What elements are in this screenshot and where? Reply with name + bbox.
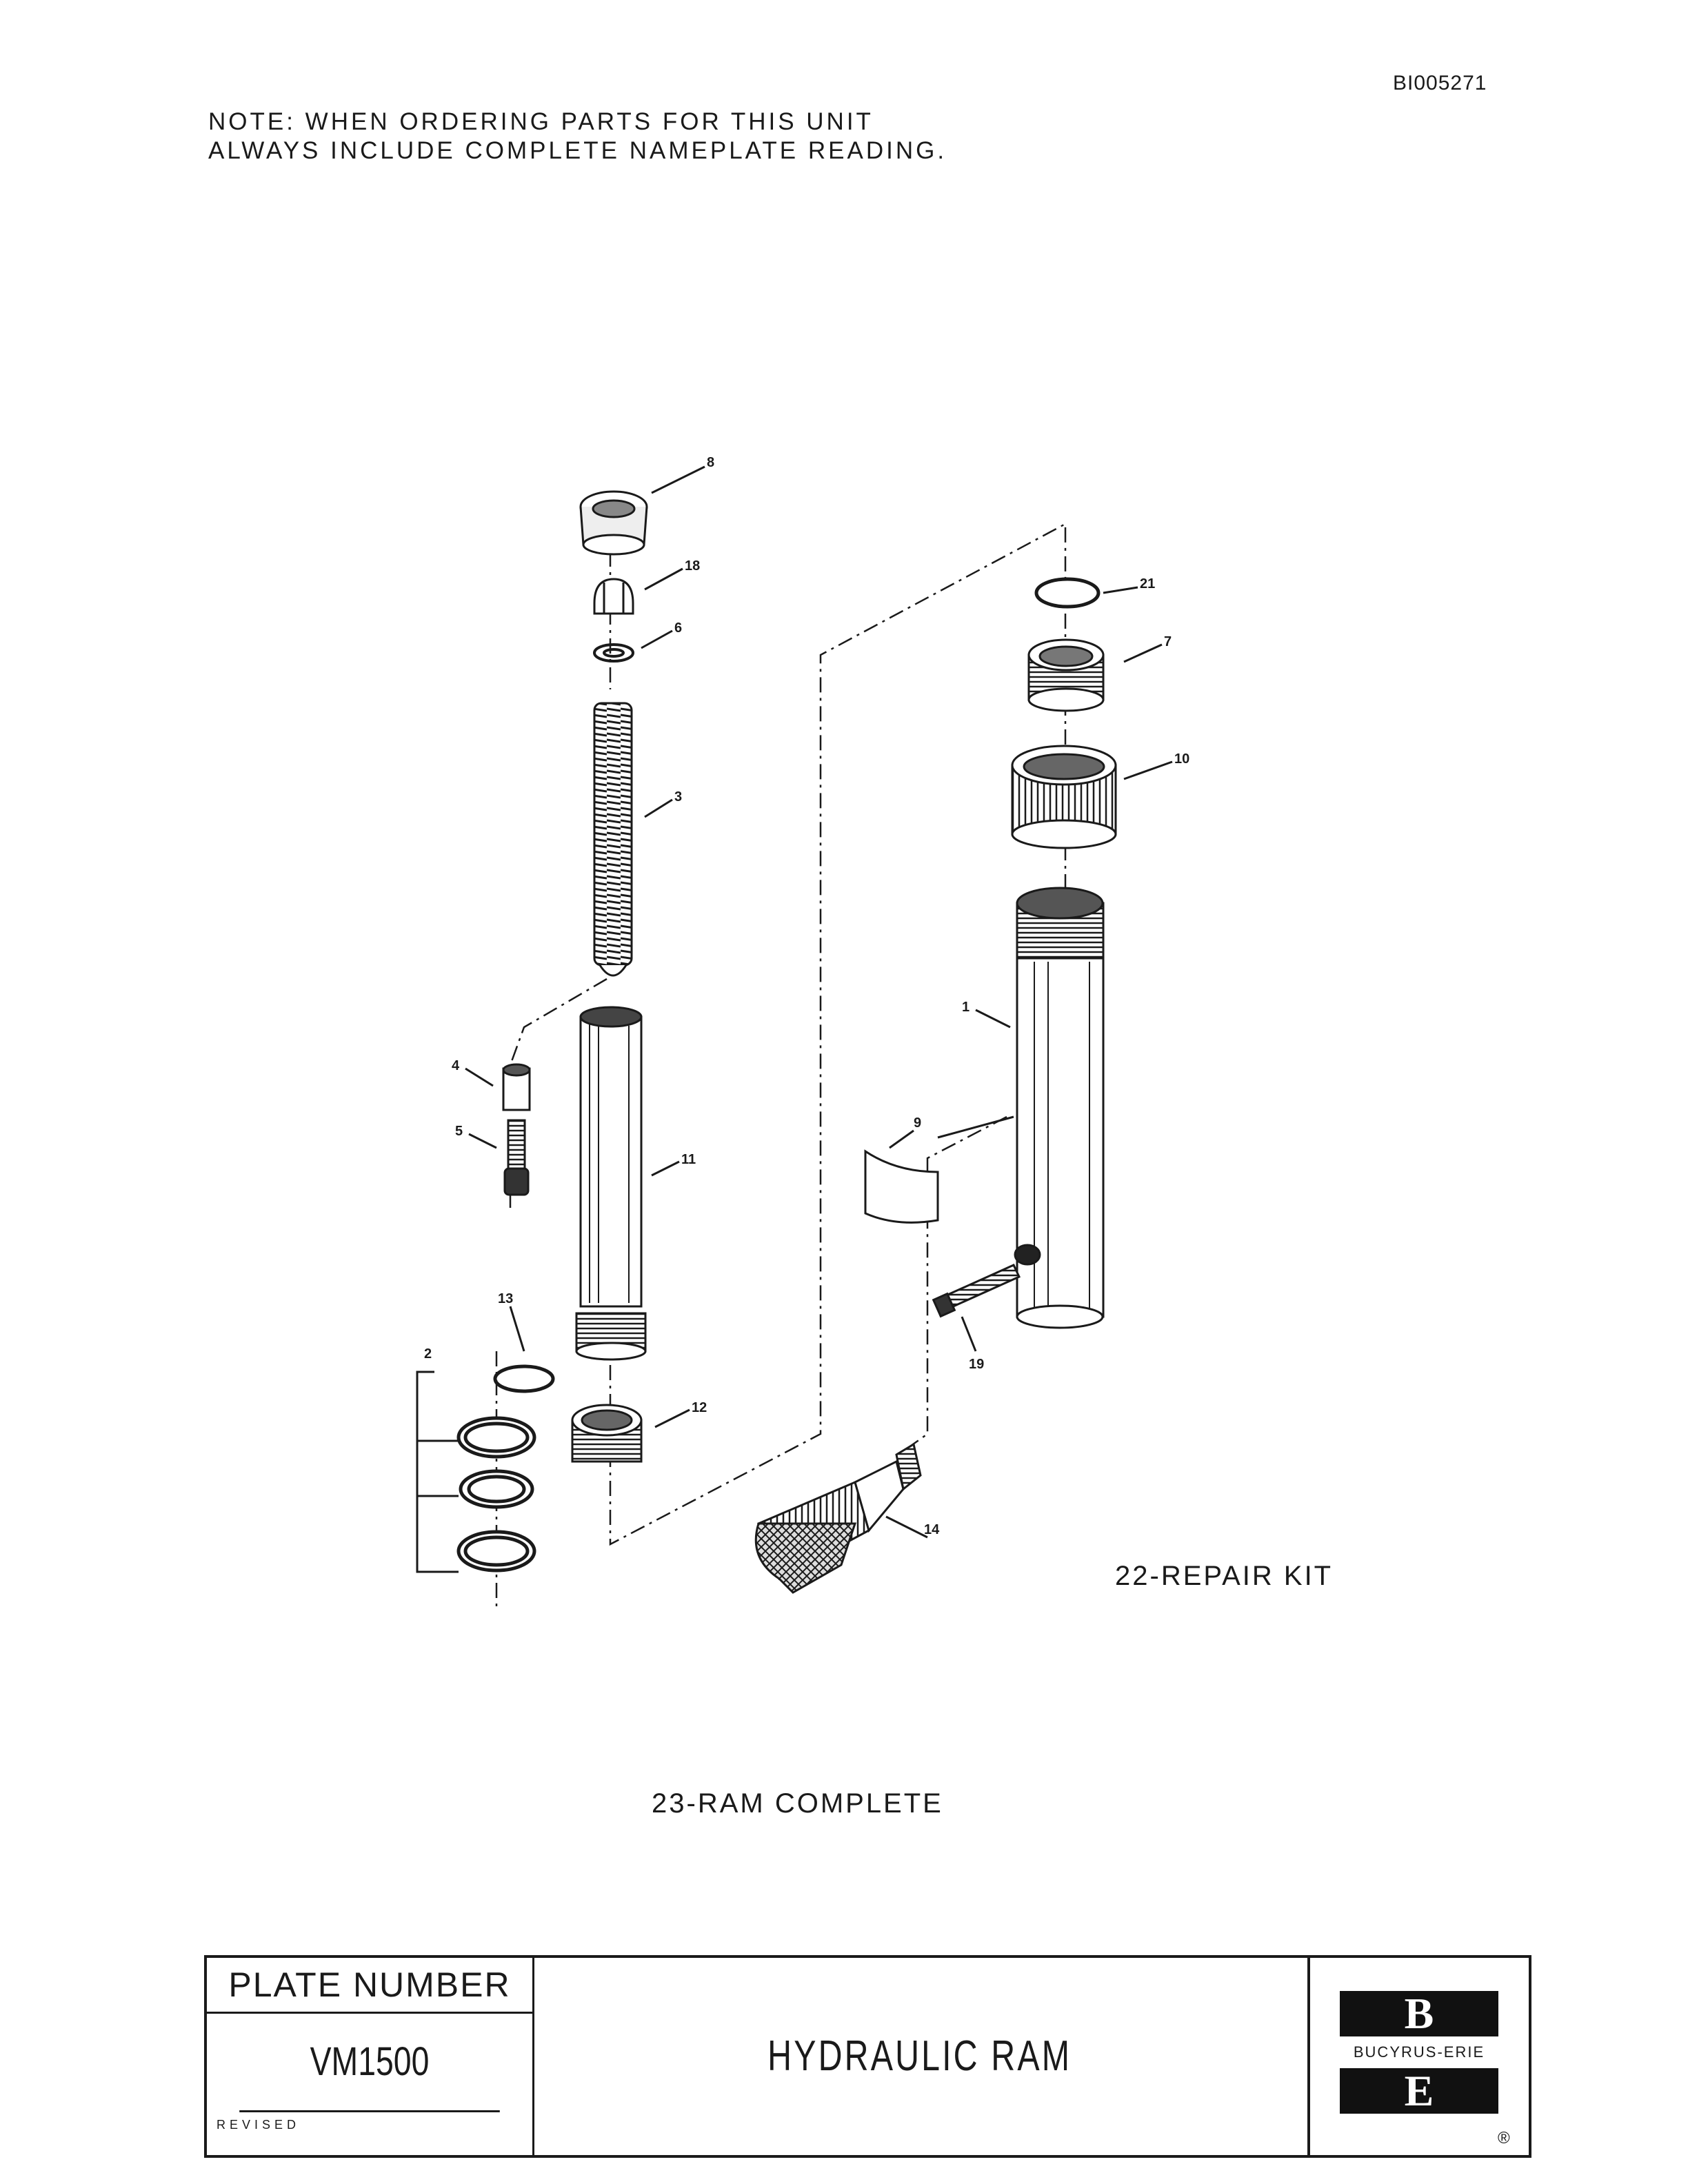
part-7-threaded-ring: [1027, 638, 1105, 712]
drawing-title: HYDRAULIC RAM: [767, 2032, 1072, 2080]
part-19-pin: [932, 1264, 1021, 1318]
part-10-knurled-nut: [1011, 745, 1117, 849]
logo-b-block: B: [1340, 1991, 1498, 2036]
part-18-acorn-nut: [593, 578, 634, 615]
center-line-shell-bushing: [903, 1115, 1007, 1453]
part-1-cylinder: [1014, 887, 1105, 1329]
center-line-spring-plunger: [509, 978, 607, 1066]
title-block: PLATE NUMBER VM1500 REVISED HYDRAULIC RA…: [204, 1955, 1531, 2158]
callout-5: 5: [455, 1124, 463, 1139]
registered-mark: ®: [1498, 2129, 1510, 2147]
part-11-piston: [575, 1006, 647, 1361]
callout-1: 1: [962, 1000, 969, 1015]
part-12-bearing: [571, 1404, 643, 1463]
part-6-washer: [593, 643, 634, 663]
callout-9: 9: [914, 1115, 921, 1131]
callout-labels: 8 18 6 3 4 5 11 13 2 12 21 7 10 1 9 19 1…: [424, 455, 1189, 1537]
leader-lines: [465, 465, 1173, 1539]
plate-number-cell: PLATE NUMBER VM1500 REVISED: [207, 1958, 534, 2155]
document-id: BI005271: [1393, 72, 1487, 94]
logo-e-block: E: [1340, 2068, 1498, 2114]
callout-12: 12: [692, 1400, 707, 1415]
part-3-spring: [593, 702, 633, 977]
callout-8: 8: [707, 455, 714, 470]
callout-4: 4: [452, 1058, 460, 1073]
bucyrus-erie-logo: B BUCYRUS-ERIE E ®: [1307, 1958, 1532, 2155]
callout-19: 19: [969, 1357, 984, 1372]
drawing-title-cell: HYDRAULIC RAM: [534, 1958, 1305, 2155]
repair-kit-bracket: [416, 1371, 459, 1573]
callout-10: 10: [1174, 751, 1189, 767]
callout-11: 11: [681, 1152, 696, 1167]
plate-number-label: PLATE NUMBER: [207, 1958, 532, 2014]
callout-7: 7: [1164, 634, 1172, 649]
part-13-o-ring: [493, 1364, 555, 1393]
logo-company-name: BUCYRUS-ERIE: [1353, 2043, 1485, 2061]
plate-number-value: VM1500: [239, 2014, 500, 2112]
callout-21: 21: [1140, 576, 1155, 592]
center-line-piston: [609, 522, 1067, 1546]
callout-6: 6: [674, 620, 682, 636]
ordering-note-line-2: ALWAYS INCLUDE COMPLETE NAMEPLATE READIN…: [208, 137, 947, 164]
ordering-note: NOTE: WHEN ORDERING PARTS FOR THIS UNIT …: [208, 108, 947, 165]
repair-kit-label: 22-REPAIR KIT: [1115, 1561, 1334, 1591]
callout-13: 13: [498, 1291, 513, 1306]
part-4-bushing: [502, 1063, 531, 1111]
revised-label: REVISED: [217, 2118, 301, 2132]
ram-complete-label: 23-RAM COMPLETE: [652, 1788, 943, 1819]
part-8-cap: [579, 490, 648, 556]
callout-3: 3: [674, 789, 682, 805]
part-21-retaining-ring: [1034, 577, 1101, 609]
part-2-seal-set: [456, 1416, 536, 1573]
callout-14: 14: [924, 1522, 940, 1537]
callout-2: 2: [424, 1346, 432, 1362]
callout-18: 18: [685, 558, 700, 574]
part-5-screw: [503, 1119, 530, 1196]
ordering-note-line-1: NOTE: WHEN ORDERING PARTS FOR THIS UNIT: [208, 108, 874, 135]
part-9-shim: [864, 1149, 939, 1224]
part-14-coupler: [754, 1442, 922, 1594]
